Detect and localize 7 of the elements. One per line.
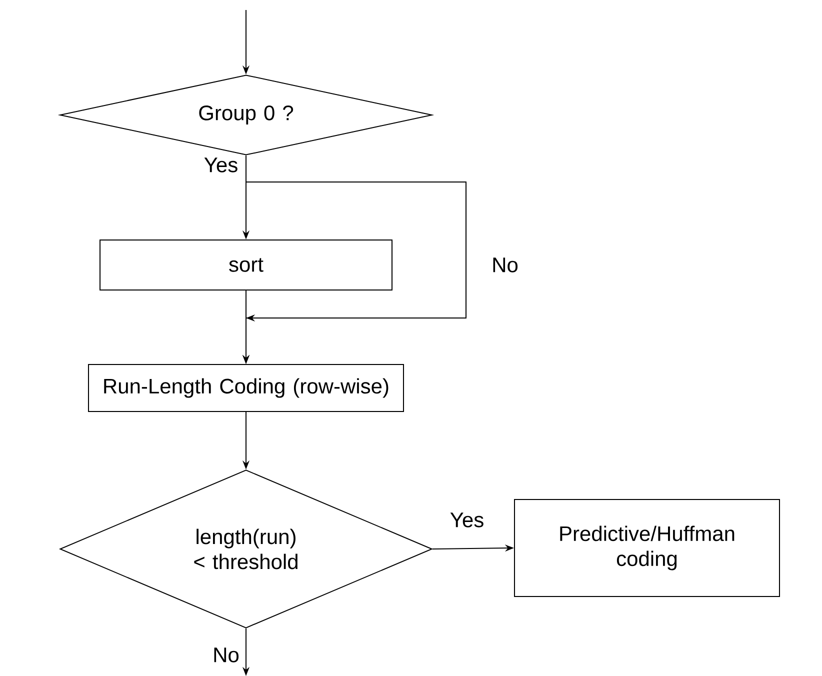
edge-label: Yes: [202, 156, 240, 174]
edge-label: Yes: [448, 512, 486, 528]
process-box: Predictive/Huffman coding: [514, 499, 780, 597]
process-box: Run-Length Coding (row-wise): [88, 364, 404, 412]
edge-label: No: [212, 646, 240, 664]
process-box: sort: [100, 240, 392, 290]
edge-label: No: [490, 256, 520, 274]
